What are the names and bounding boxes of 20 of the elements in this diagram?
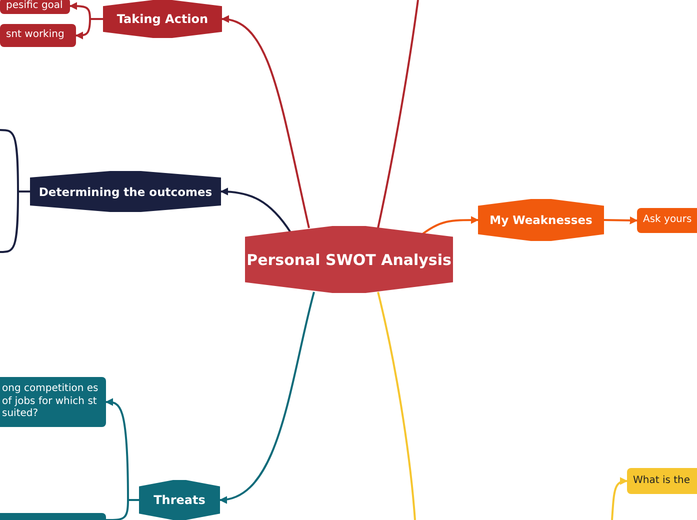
subtopic: Ask yours	[637, 208, 697, 233]
subtopic: pesific goal	[0, 0, 70, 14]
main-topic: Determining the outcomes	[30, 171, 221, 212]
arrow	[221, 16, 310, 228]
subtopic: ong competition es of jobs for which st suited?	[0, 377, 106, 427]
arrow	[220, 188, 292, 234]
arrow	[75, 18, 103, 40]
connector-line	[106, 499, 139, 520]
main-topic: Taking Action	[103, 0, 222, 38]
subtopic: snt working	[0, 24, 76, 47]
arrow	[604, 216, 638, 224]
connector-line	[377, 0, 419, 228]
connector-line	[377, 292, 416, 520]
connector-line	[0, 190, 30, 253]
subtopic: What is the	[627, 468, 697, 494]
arrow	[611, 477, 628, 520]
main-topic: My Weaknesses	[478, 199, 604, 241]
central-topic: Personal SWOT Analysis	[245, 226, 453, 293]
arrow	[219, 292, 315, 503]
main-topic: Threats	[139, 480, 220, 520]
